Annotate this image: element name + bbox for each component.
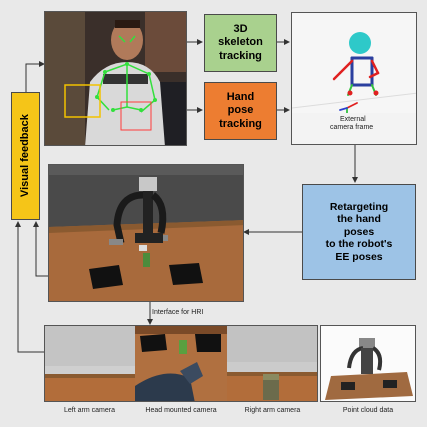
hand-pose-tracking-box: Hand pose tracking (204, 82, 277, 140)
visual-feedback-box: Visual feedback (11, 92, 40, 220)
skeleton-3d-view: External camera frame (291, 12, 417, 145)
person-tracking-video (44, 11, 187, 146)
right-arm-camera-caption: Right arm camera (244, 407, 301, 414)
retarget-line-3: poses (343, 225, 375, 238)
external-camera-line-2: camera frame (330, 124, 374, 132)
point-cloud-image (321, 326, 415, 401)
camera-strip (44, 325, 318, 402)
right-arm-camera-view (226, 326, 317, 401)
robot-simulation-image (49, 165, 243, 301)
skeleton-3d-figure (292, 13, 416, 114)
hand-line-2: pose (227, 104, 254, 117)
hand-line-3: tracking (219, 117, 262, 130)
left-arm-camera-view (45, 326, 136, 401)
retargeting-box: Retargeting the hand poses to the robot'… (302, 184, 416, 280)
retarget-line-2: the hand (337, 213, 381, 226)
visual-feedback-label: Visual feedback (18, 114, 31, 198)
external-camera-line-1: External (340, 116, 366, 123)
interface-for-hri-label: Interface for HRI (152, 309, 204, 316)
skeleton-line-3: tracking (219, 49, 262, 62)
hand-line-1: Hand (226, 91, 255, 104)
skeleton-line-2: skeleton (218, 36, 263, 49)
robot-simulation-view (48, 164, 244, 302)
skeleton-line-1: 3D (233, 23, 248, 36)
retarget-line-4: to the robot's (325, 238, 393, 251)
point-cloud-caption: Point cloud data (342, 407, 394, 414)
head-mounted-camera-caption: Head mounted camera (145, 407, 217, 414)
point-cloud-view (320, 325, 416, 402)
retarget-line-5: EE poses (335, 250, 383, 263)
head-mounted-camera-view (135, 326, 227, 401)
skeleton-tracking-box: 3D skeleton tracking (204, 14, 277, 72)
tracking-video-image (45, 12, 186, 145)
left-arm-camera-caption: Left arm camera (64, 407, 115, 414)
external-camera-label: External camera frame (330, 116, 373, 132)
retarget-line-1: Retargeting (329, 200, 389, 213)
